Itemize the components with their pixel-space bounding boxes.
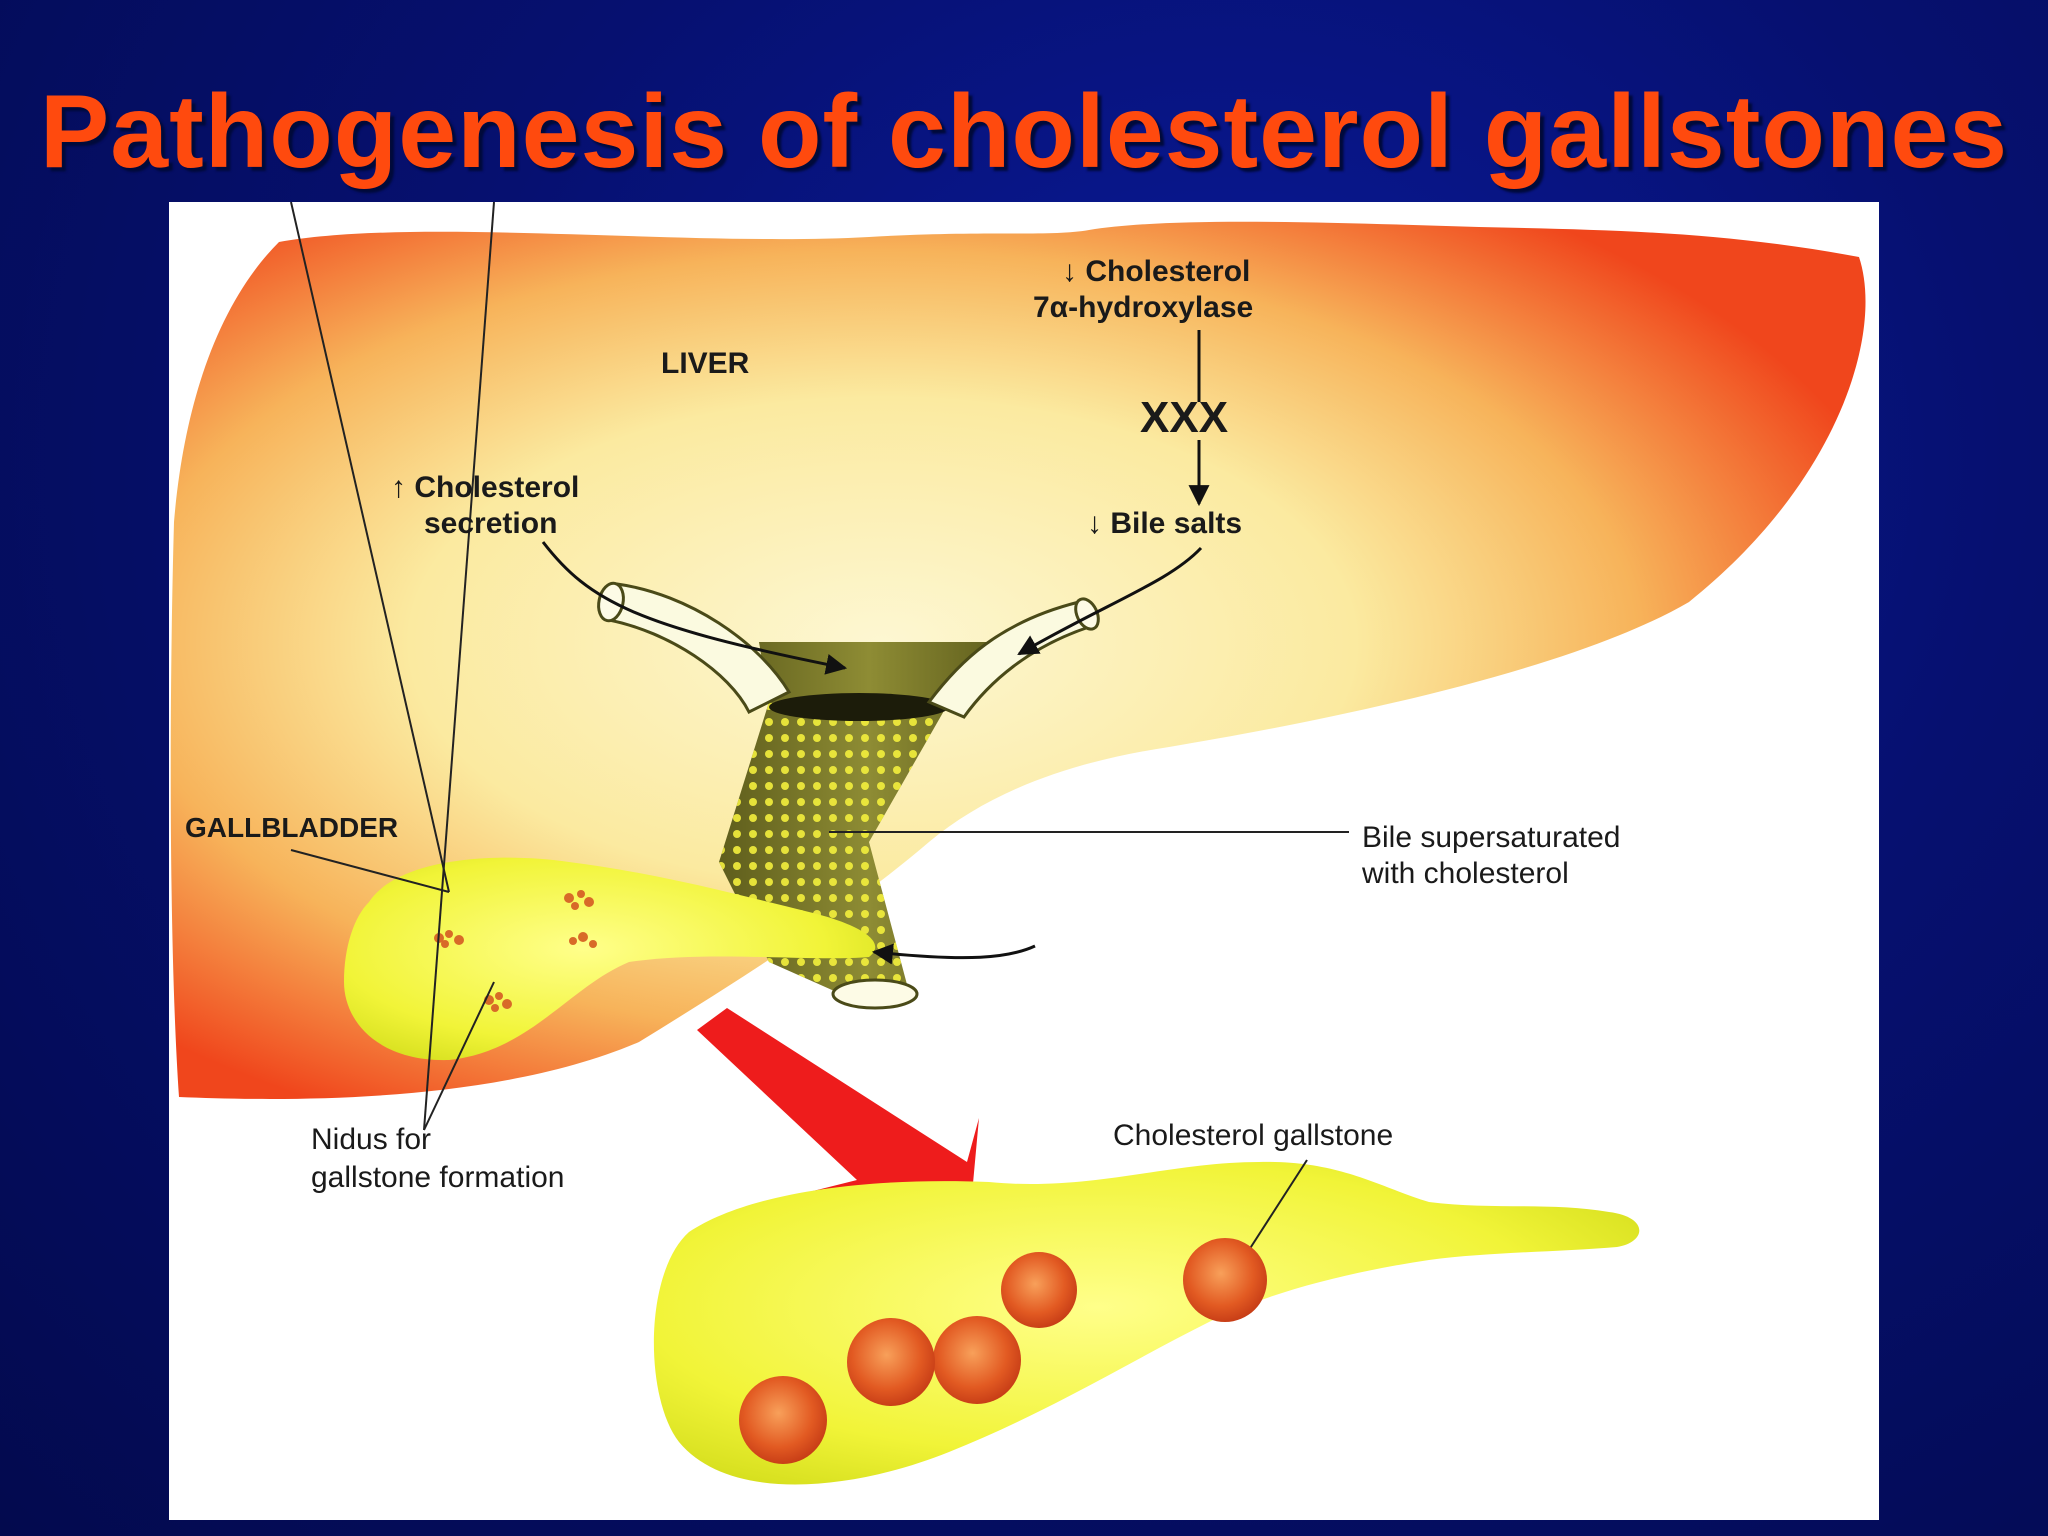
gallstone (739, 1376, 827, 1464)
gallstone (933, 1316, 1021, 1404)
supersaturated-label-line1: Bile supersaturated (1362, 821, 1621, 854)
decrease-arrow: ↓ (1087, 507, 1102, 540)
progression-arrow (697, 1008, 979, 1227)
nidus-leader (423, 981, 495, 1131)
gallstone (847, 1318, 935, 1406)
decrease-arrow: ↓ (1062, 255, 1077, 288)
nidus-label-line2: gallstone formation (311, 1161, 565, 1194)
slide-title: Pathogenesis of cholesterol gallstones (39, 74, 2009, 190)
bile-salts-label: ↓ Bile salts (1087, 506, 1242, 542)
gallstone (1001, 1252, 1077, 1328)
secretion-label-line1: ↑ Cholesterol (391, 470, 579, 506)
enzyme-name: Cholesterol (1085, 255, 1251, 288)
diagram-figure: LIVER ↓ Cholesterol 7α-hydroxylase XXX ↓… (169, 202, 1879, 1520)
blocked-mark: XXX (1140, 393, 1229, 442)
nidus-label-line1: Nidus for (311, 1123, 432, 1156)
gallstone-leader (1248, 1159, 1308, 1251)
bile-salts-text: Bile salts (1110, 507, 1243, 540)
gallbladder-label: GALLBLADDER (185, 812, 399, 843)
liver-label: LIVER (661, 347, 750, 380)
gallbladder-shape (344, 857, 876, 1061)
gallstones (739, 1238, 1267, 1464)
gallstone (1183, 1238, 1267, 1322)
bile-salts-arrow (1017, 546, 1203, 656)
secretion-label-line2: secretion (424, 507, 558, 540)
enzyme-label-line2: 7α-hydroxylase (1033, 291, 1254, 324)
increase-arrow: ↑ (391, 471, 406, 504)
enzyme-label-line1: ↓ Cholesterol (1062, 254, 1250, 290)
secretion-arrow (541, 541, 848, 675)
diagram-illustration (170, 202, 1866, 1485)
gallstone-label: Cholesterol gallstone (1113, 1119, 1394, 1152)
gallbladder-leader (290, 849, 450, 893)
supersaturated-label-line2: with cholesterol (1362, 857, 1569, 890)
secretion-text: Cholesterol (414, 471, 580, 504)
